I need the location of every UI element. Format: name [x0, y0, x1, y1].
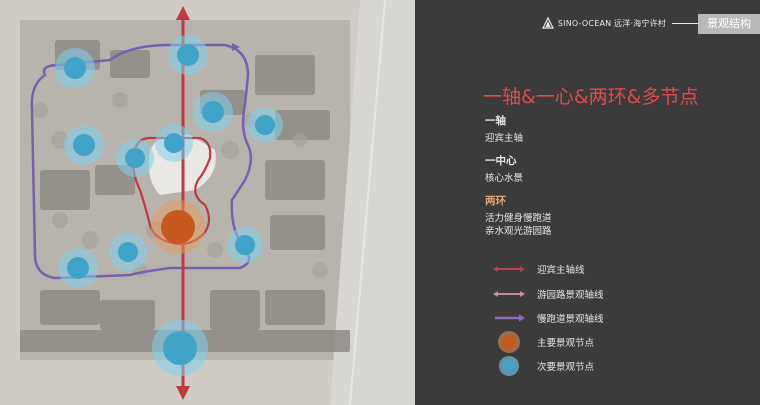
brand-text: SINO-OCEAN 远洋·海宁许村: [557, 18, 666, 28]
group-title: 两环: [485, 195, 506, 207]
legend-label: 迎宾主轴线: [537, 265, 585, 276]
brand: SINO-OCEAN 远洋·海宁许村: [541, 17, 698, 29]
blue-circle-icon: [499, 356, 519, 376]
headline: 一轴&一心&两环&多节点: [483, 86, 699, 108]
site-plan-svg: [20, 0, 415, 405]
secondary-node: [155, 124, 193, 162]
secondary-node: [116, 139, 154, 177]
secondary-nodes: [55, 35, 283, 376]
legend-panel: SINO-OCEAN 远洋·海宁许村 景观结构 一轴&一心&两环&多节点 一轴 …: [415, 0, 760, 405]
section-title: 景观结构: [698, 14, 760, 34]
legend-item-secondary-node: 次要景观节点: [493, 356, 594, 376]
secondary-node: [58, 248, 98, 288]
arrow-line-pink-icon: [493, 291, 525, 297]
secondary-node: [64, 125, 104, 165]
group-title: 一轴: [485, 115, 506, 127]
group-loops: 两环 活力健身慢跑道 亲水观光游园路: [485, 195, 552, 238]
legend-item-main-axis: 迎宾主轴线: [493, 262, 585, 276]
legend-item-garden-path: 游园路景观轴线: [493, 287, 604, 301]
legend-item-jogging-path: 慢跑道景观轴线: [493, 311, 604, 325]
legend-label: 次要景观节点: [537, 362, 595, 373]
sino-ocean-logo-icon: [541, 17, 554, 29]
legend-label: 主要景观节点: [537, 338, 595, 349]
secondary-node: [227, 227, 263, 263]
secondary-node: [168, 35, 208, 75]
primary-node: [151, 200, 205, 254]
orange-circle-icon: [498, 331, 520, 353]
secondary-node: [247, 107, 283, 143]
group-title: 一中心: [485, 155, 517, 167]
site-plan-map: [0, 0, 415, 405]
secondary-node: [152, 320, 208, 376]
group-line: 活力健身慢跑道: [485, 213, 552, 224]
legend-label: 游园路景观轴线: [537, 290, 604, 301]
arrow-line-purple-icon: [495, 314, 525, 322]
group-line: 亲水观光游园路: [485, 226, 552, 237]
jogging-loop: [30, 43, 253, 280]
legend-item-primary-node: 主要景观节点: [493, 331, 594, 353]
arrow-line-dark-red-icon: [493, 266, 525, 272]
secondary-node: [55, 48, 95, 88]
group-center: 一中心 核心水景: [485, 155, 523, 185]
group-line: 核心水景: [485, 173, 524, 184]
group-line: 迎宾主轴: [485, 133, 524, 144]
legend-label: 慢跑道景观轴线: [537, 314, 604, 325]
garden-path-loop: [132, 136, 212, 246]
group-axis: 一轴 迎宾主轴: [485, 115, 523, 145]
secondary-node: [193, 92, 233, 132]
secondary-node: [109, 233, 147, 271]
